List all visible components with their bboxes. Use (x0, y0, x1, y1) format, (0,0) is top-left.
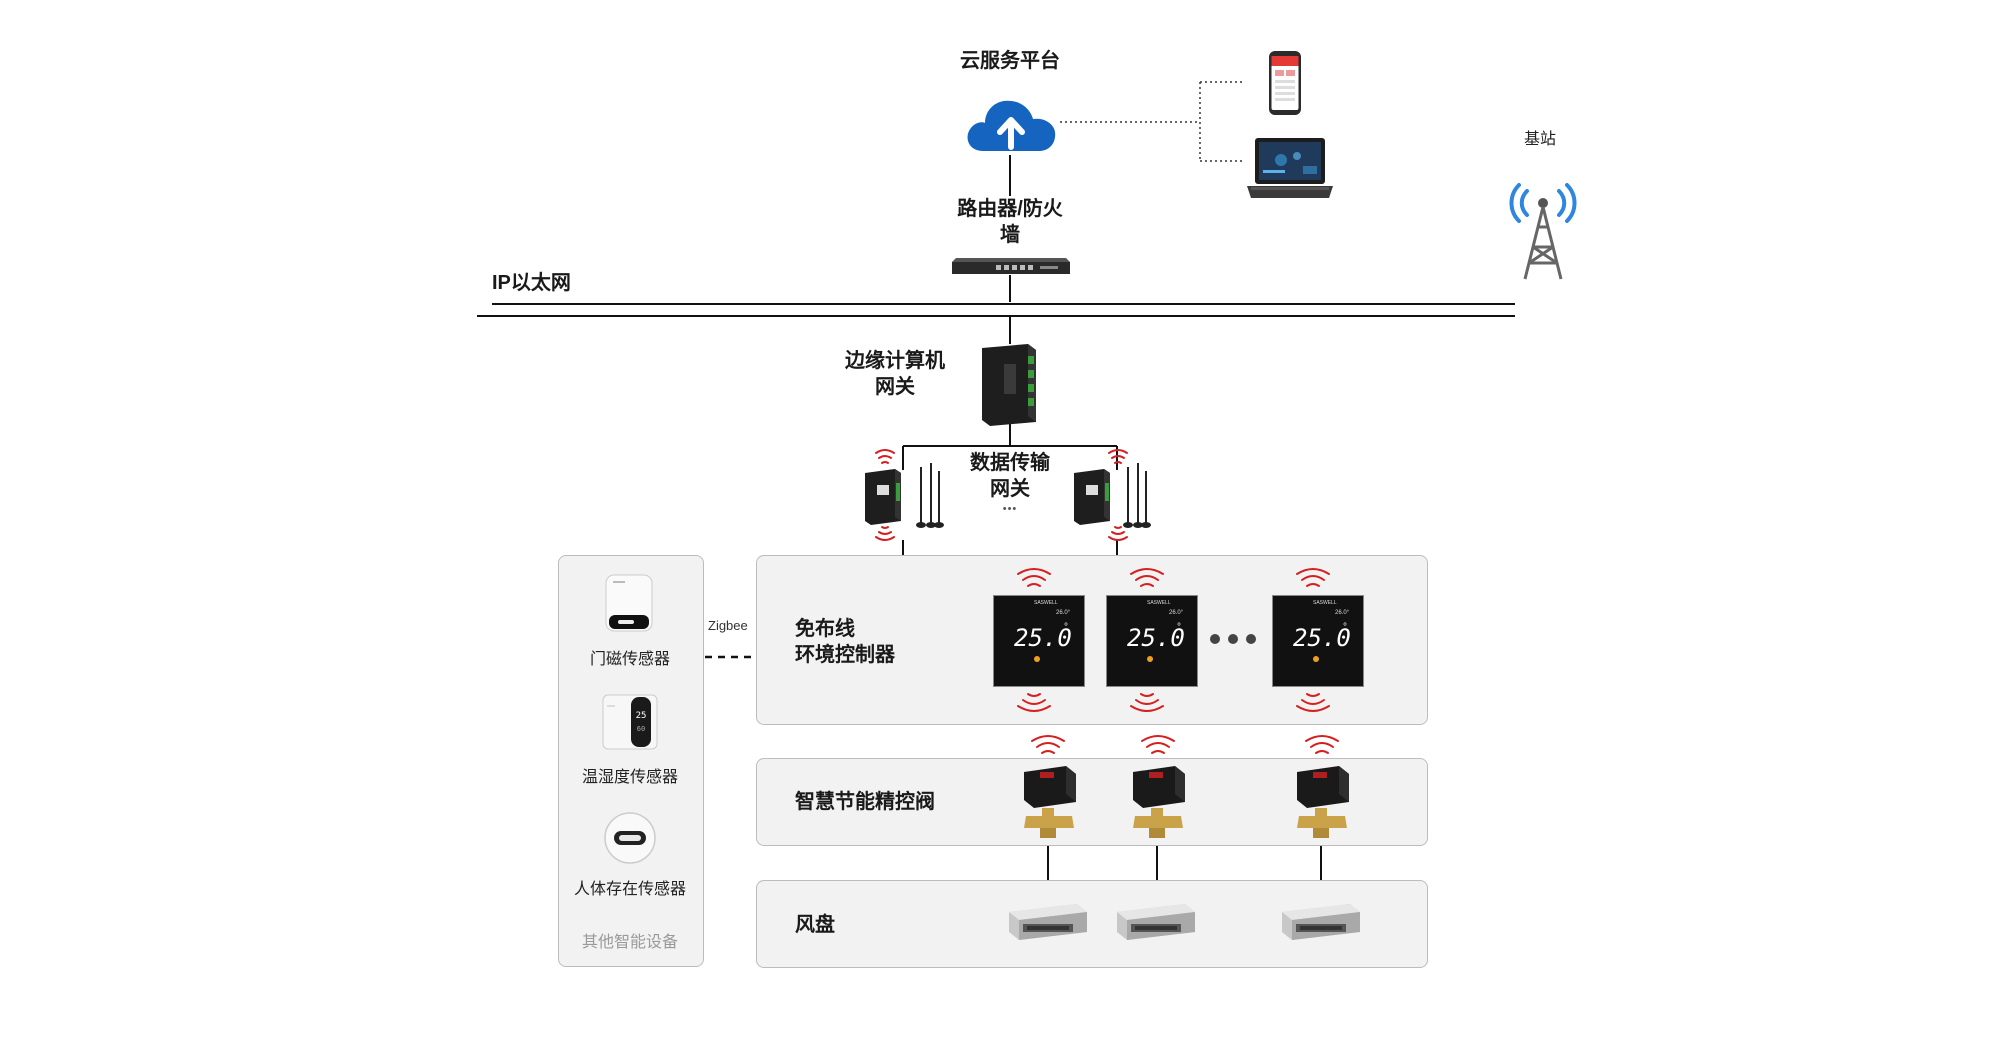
dtu-label-line1: 数据传输 (970, 452, 1050, 474)
router-label-line2: 墙 (1000, 224, 1020, 246)
temperature-humidity-sensor-icon: 25 60 (602, 694, 658, 750)
thermostat-degree: ° (1343, 622, 1347, 633)
cloud-platform-label: 云服务平台 (960, 50, 1060, 72)
thermostat-reading: 25.0 (1293, 624, 1351, 652)
fan-coil-unit-icon (1117, 904, 1195, 940)
signal-icon (1296, 568, 1330, 587)
door-sensor-label: 门磁传感器 (589, 651, 670, 668)
fan-coil-unit-icon (1009, 904, 1087, 940)
other-devices-label: 其他智能设备 (581, 934, 678, 951)
thermostat-mode-indicator (1313, 656, 1319, 662)
temperature-humidity-sensor-label: 温湿度传感器 (581, 769, 678, 786)
svg-text:60: 60 (637, 725, 645, 733)
thermostat-1: SASWELL 26.0° 25.0 ° (993, 595, 1085, 687)
thermostat-brand: SASWELL (1147, 600, 1171, 606)
thermostat-mode-indicator (1034, 656, 1040, 662)
controller-panel (756, 555, 1428, 725)
signal-icon (1296, 693, 1330, 712)
valve-label: 智慧节能精控阀 (795, 791, 935, 813)
router-firewall-label: 路由器/防火 墙 (940, 196, 1080, 248)
controller-label: 免布线 环境控制器 (795, 616, 895, 668)
smartphone-icon (1269, 51, 1301, 115)
dtu-gateway-label: 数据传输 网关 (950, 450, 1070, 502)
controller-label-line2: 环境控制器 (795, 644, 895, 666)
thermostat-reading: 25.0 (1127, 624, 1185, 652)
thermostat-setpoint: 26.0° (1056, 610, 1071, 616)
signal-icon (1130, 693, 1164, 712)
thermostat-degree: ° (1064, 622, 1068, 633)
dtu-gateway-right-icon (1074, 449, 1151, 541)
thermostat-setpoint: 26.0° (1169, 610, 1184, 616)
more-controllers-dots (1210, 634, 1256, 644)
cell-tower-icon (1509, 183, 1577, 280)
zigbee-label: Zigbee (708, 618, 748, 633)
thermostat-2: SASWELL 26.0° 25.0 ° (1106, 595, 1198, 687)
thermostat-brand: SASWELL (1313, 600, 1337, 606)
router-label-line1: 路由器/防火 (957, 198, 1063, 220)
dtu-gateway-left-icon (865, 449, 944, 541)
smart-valve-icon (1297, 766, 1349, 838)
fan-coil-unit-icon (1282, 904, 1360, 940)
fan-coil-label: 风盘 (795, 914, 835, 936)
base-station-label: 基站 (1523, 131, 1556, 148)
thermostat-mode-indicator (1147, 656, 1153, 662)
cloud-upload-icon (967, 100, 1056, 151)
edge-label-line1: 边缘计算机 (845, 350, 945, 372)
presence-sensor-label: 人体存在传感器 (573, 881, 686, 898)
thermostat-degree: ° (1177, 622, 1181, 633)
thermostat-brand: SASWELL (1034, 600, 1058, 606)
controller-label-line1: 免布线 (795, 618, 855, 640)
signal-icon (1017, 693, 1051, 712)
thermostat-3: SASWELL 26.0° 25.0 ° (1272, 595, 1364, 687)
laptop-icon (1247, 138, 1333, 198)
smart-valve-icon (1133, 766, 1185, 838)
dtu-label-line2: 网关 (990, 478, 1030, 500)
svg-text:25: 25 (636, 711, 647, 721)
smart-valve-icon (1024, 766, 1076, 838)
signal-icon (1305, 735, 1339, 754)
ethernet-label: IP以太网 (492, 272, 571, 294)
edge-gateway-icon (982, 344, 1036, 426)
edge-gateway-label: 边缘计算机 网关 (830, 348, 960, 400)
router-icon (952, 258, 1070, 274)
presence-sensor-icon (604, 812, 656, 864)
signal-icon (1130, 568, 1164, 587)
thermostat-setpoint: 26.0° (1335, 610, 1350, 616)
door-sensor-icon (605, 574, 653, 632)
signal-icon (1031, 735, 1065, 754)
signal-icon (1141, 735, 1175, 754)
thermostat-reading: 25.0 (1014, 624, 1072, 652)
dtu-ellipsis: ••• (1002, 503, 1018, 515)
signal-icon (1017, 568, 1051, 587)
edge-label-line2: 网关 (875, 376, 915, 398)
